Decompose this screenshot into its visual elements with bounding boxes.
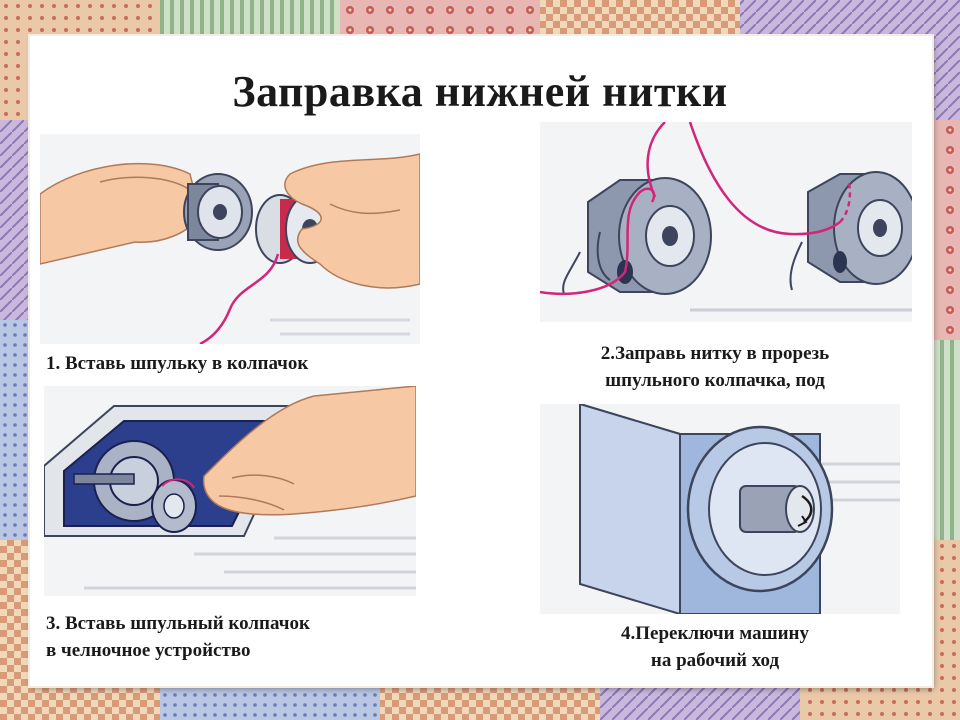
slide-title: Заправка нижней нитки (232, 67, 728, 116)
step-4-caption-line: 4.Переключи машину (620, 623, 810, 644)
figure-handwheel (540, 404, 900, 614)
step-4-caption: 4.Переключи машину на рабочий ход (560, 620, 870, 674)
step-3-caption-line: в челночное устройство (46, 640, 251, 661)
figure-insert-case-shuttle (44, 386, 416, 596)
figure-thread-bobbin-case (540, 122, 912, 322)
step-1-caption: 1. Вставь шпульку в колпачок (46, 353, 309, 374)
step-2-caption-line: 2.Заправь нитку в прорезь (600, 343, 830, 364)
step-3-caption: 3. Вставь шпульный колпачок в челночное … (46, 610, 310, 664)
step-4-caption-line: на рабочий ход (650, 650, 780, 671)
step-3-caption-line: 3. Вставь шпульный колпачок (46, 613, 310, 634)
step-2-caption-line: шпульного колпачка, под (605, 370, 825, 391)
figure-insert-bobbin (40, 134, 420, 344)
